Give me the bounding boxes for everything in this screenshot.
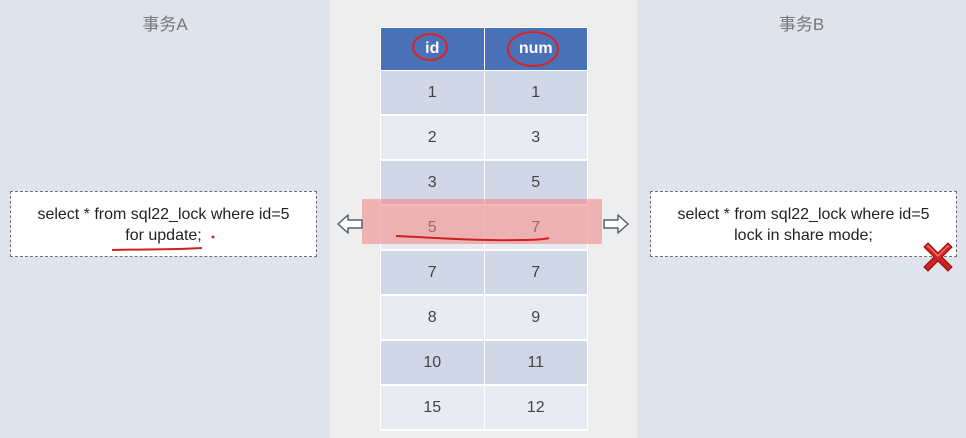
transaction-b-title: 事务B xyxy=(778,15,825,34)
table-row-locked: 5 7 xyxy=(380,205,588,251)
table-cell-num: 12 xyxy=(483,385,588,431)
column-header-num: num xyxy=(483,27,588,71)
transaction-a-title: 事务A xyxy=(142,15,188,34)
lock-table: id num 1 1 2 3 3 5 5 7 7 7 8 9 10 xyxy=(380,27,588,431)
table-cell-id: 2 xyxy=(380,115,485,161)
table-row: 8 9 xyxy=(380,295,588,341)
red-x-icon xyxy=(923,242,953,272)
table-cell-num: 9 xyxy=(483,295,588,341)
table-cell-id: 8 xyxy=(380,295,485,341)
table-cell-id: 7 xyxy=(380,250,485,296)
table-cell-num: 3 xyxy=(483,115,588,161)
table-cell-id: 5 xyxy=(380,205,485,251)
table-cell-id: 15 xyxy=(380,385,485,431)
hollow-arrow-left-icon xyxy=(337,214,363,234)
table-cell-id: 3 xyxy=(380,160,485,206)
table-row: 1 1 xyxy=(380,70,588,116)
table-cell-num: 7 xyxy=(483,205,588,251)
transaction-b-sql-line-1: select * from sql22_lock where id=5 xyxy=(677,206,930,223)
table-cell-num: 7 xyxy=(483,250,588,296)
table-cell-id: 10 xyxy=(380,340,485,386)
transaction-b-sql-line-2: lock in share mode; xyxy=(734,227,873,244)
transaction-a-sql-line-1: select * from sql22_lock where id=5 xyxy=(37,206,290,223)
table-row: 15 12 xyxy=(380,385,588,431)
column-header-id: id xyxy=(380,27,485,71)
table-row: 10 11 xyxy=(380,340,588,386)
transaction-a-sql-box: select * from sql22_lock where id=5 for … xyxy=(10,191,317,257)
table-cell-num: 1 xyxy=(483,70,588,116)
table-cell-num: 5 xyxy=(483,160,588,206)
table-cell-id: 1 xyxy=(380,70,485,116)
table-row: 2 3 xyxy=(380,115,588,161)
table-row: 7 7 xyxy=(380,250,588,296)
transaction-b-sql-box: select * from sql22_lock where id=5 lock… xyxy=(650,191,957,257)
hollow-arrow-right-icon xyxy=(603,214,629,234)
table-cell-num: 11 xyxy=(483,340,588,386)
transaction-a-sql-line-2: for update; xyxy=(125,227,202,244)
table-header-row: id num xyxy=(380,27,588,71)
table-row: 3 5 xyxy=(380,160,588,206)
